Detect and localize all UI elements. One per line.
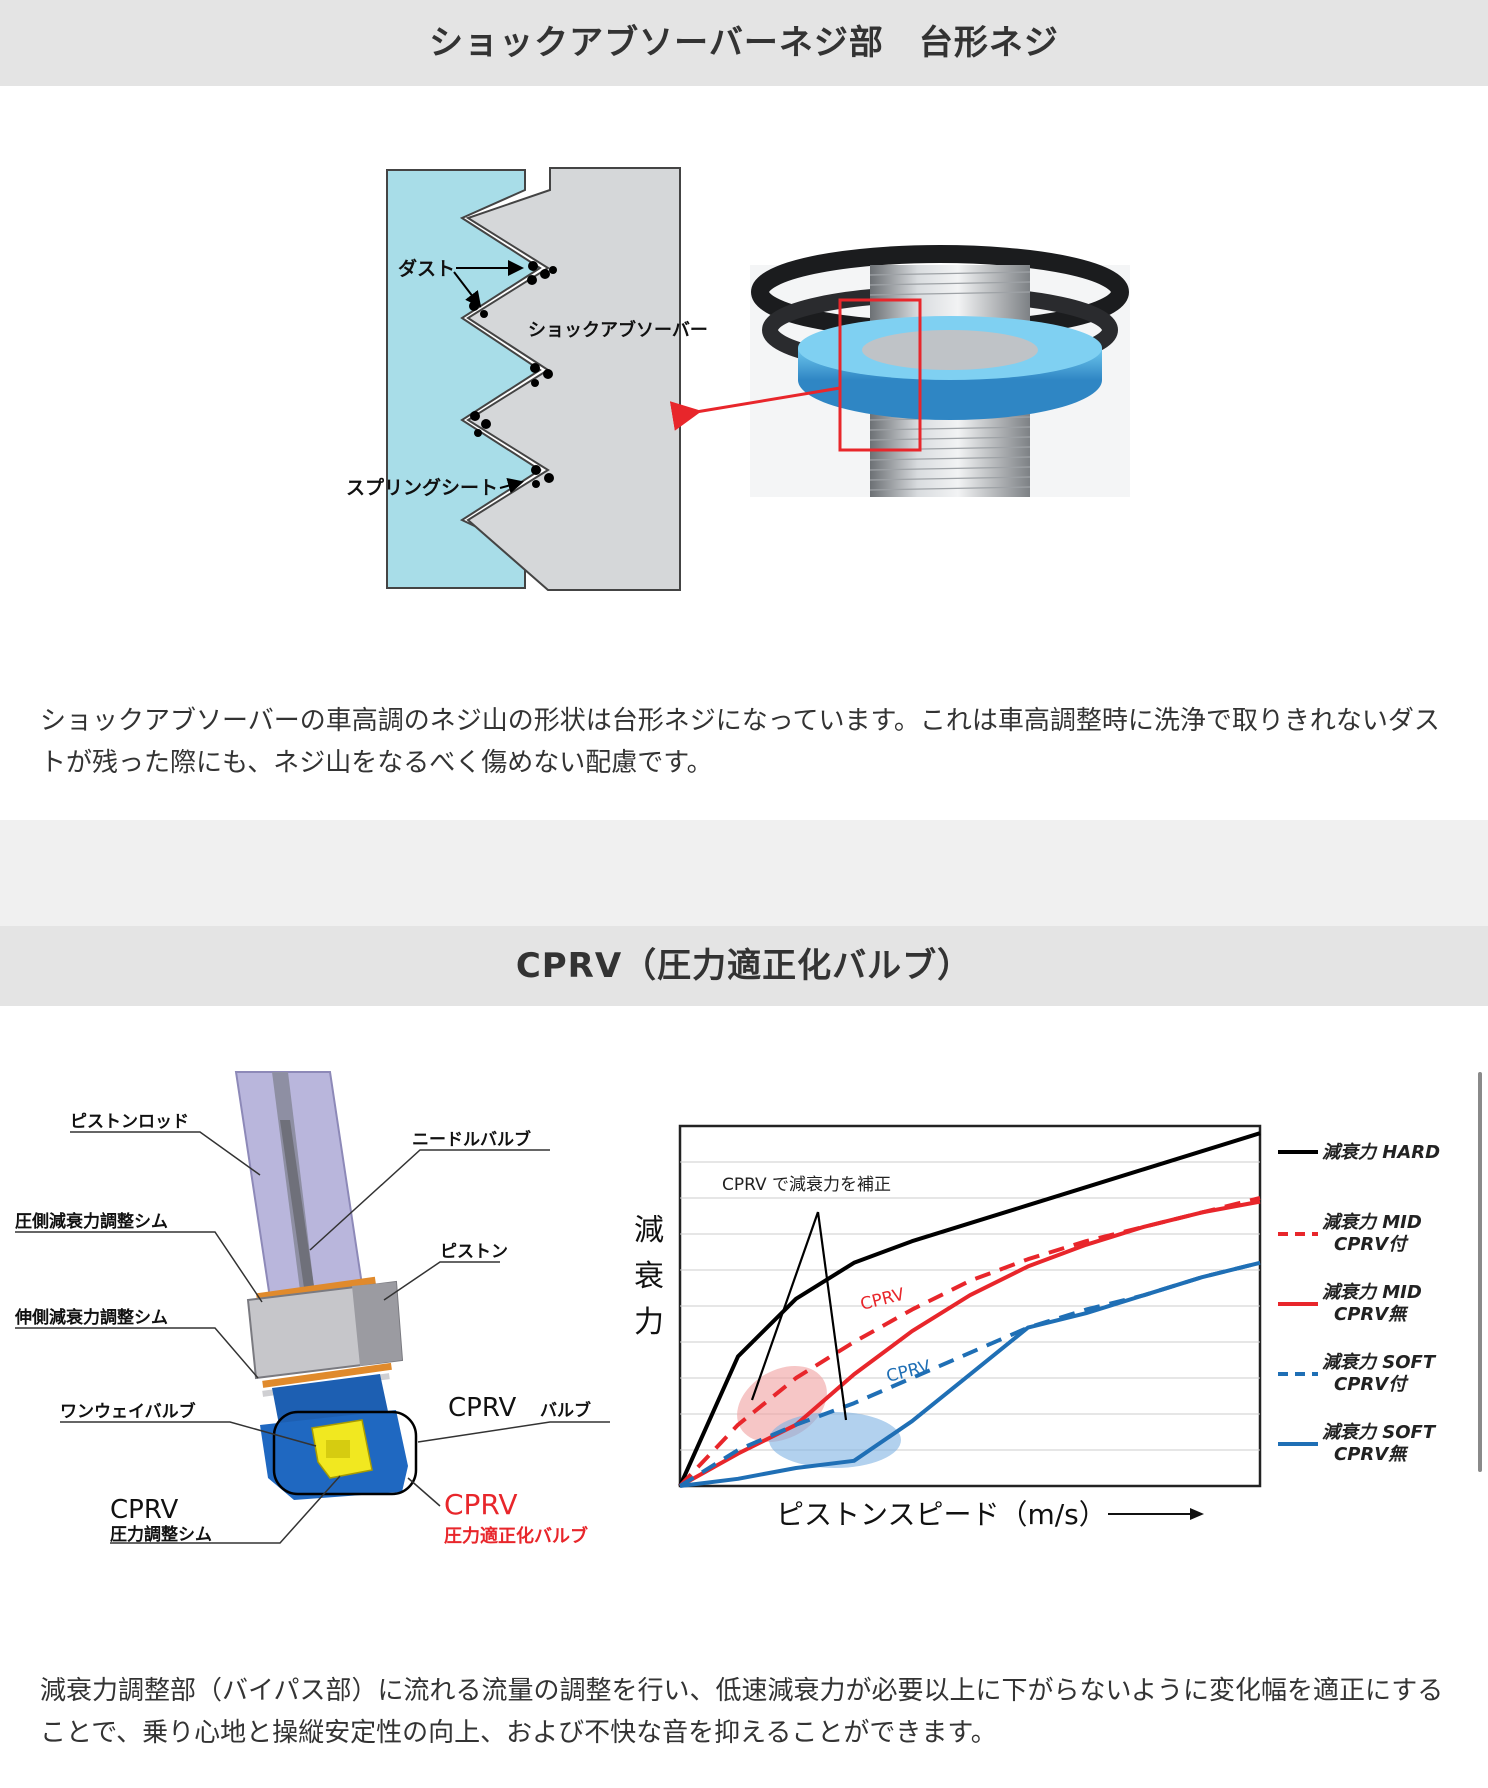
spring-seat-shape [386, 169, 542, 589]
legend-label: 減衰力 MID [1322, 1282, 1422, 1303]
label-oneway-valve: ワンウェイバルブ [60, 1401, 196, 1422]
label-compression-shim: 圧側減衰力調整シム [15, 1211, 168, 1232]
y-axis-label-char: 減 [634, 1213, 664, 1248]
legend-label: 減衰力 SOFT [1322, 1352, 1437, 1373]
section-title-cprv: CPRV（圧力適正化バルブ） [0, 926, 1488, 1006]
legend-label: 減衰力 HARD [1322, 1142, 1440, 1163]
label-spring-seat: スプリングシート [346, 476, 498, 499]
legend-label-sub: CPRV付 [1334, 1234, 1409, 1255]
y-axis-label-char: 衰 [634, 1259, 664, 1294]
section-title-thread: ショックアブソーバーネジ部 台形ネジ [0, 0, 1488, 86]
label-cprv-red: CPRV [444, 1488, 518, 1521]
label-shock-absorber: ショックアブソーバー [528, 319, 708, 341]
chart-annotation: CPRV で減衰力を補正 [722, 1175, 891, 1195]
y-axis-label-char: 力 [634, 1305, 664, 1340]
absorber-thread-shape [465, 167, 681, 591]
label-cprv-red-sub: 圧力適正化バルブ [444, 1525, 588, 1547]
series-line-0 [678, 1131, 1261, 1487]
y-axis-label: 減衰力 [634, 1213, 664, 1340]
label-piston-rod: ピストンロッド [70, 1112, 189, 1132]
label-rebound-shim: 伸側減衰力調整シム [14, 1307, 168, 1328]
highlight-blue [769, 1412, 901, 1468]
label-cprv-shim-sub: 圧力調整シム [110, 1524, 212, 1545]
label-piston: ピストン [440, 1242, 508, 1262]
cprv-valve-diagram: ピストンロッド ニードルバルブ 圧側減衰力調整シム ピストン 伸側減衰力調整シム… [14, 1071, 610, 1547]
legend-label-sub: CPRV無 [1334, 1304, 1409, 1325]
label-cprv-valve: CPRV [448, 1393, 516, 1423]
damping-force-chart: CPRV で減衰力を補正 CPRV CPRV 減衰力 ピストンスピード（m/s）… [634, 1124, 1440, 1531]
legend-label: 減衰力 SOFT [1322, 1422, 1437, 1443]
legend-label-sub: CPRV付 [1334, 1374, 1409, 1395]
shock-absorber-photo [669, 245, 1130, 497]
cprv-yellow-part [311, 1419, 373, 1479]
x-axis-label: ピストンスピード（m/s） [776, 1498, 1107, 1531]
section-divider [0, 820, 1488, 926]
legend-label: 減衰力 MID [1322, 1212, 1422, 1233]
label-needle-valve: ニードルバルブ [412, 1129, 531, 1150]
label-cprv-valve-suffix: バルブ [540, 1400, 591, 1421]
legend-label-sub: CPRV無 [1334, 1444, 1409, 1465]
thread-diagram: ダスト ショックアブソーバー スプリングシート [346, 167, 1130, 591]
label-dust: ダスト [398, 257, 455, 280]
scrollbar[interactable] [1478, 1072, 1482, 1472]
cprv-description: 減衰力調整部（バイパス部）に流れる流量の調整を行い、低速減衰力が必要以上に下がら… [40, 1676, 1444, 1748]
dust-particles [469, 261, 557, 488]
thread-description: ショックアブソーバーの車高調のネジ山の形状は台形ネジになっています。これは車高調… [40, 706, 1440, 778]
label-cprv-shim: CPRV [110, 1495, 178, 1525]
series-line-4 [679, 1260, 1261, 1488]
